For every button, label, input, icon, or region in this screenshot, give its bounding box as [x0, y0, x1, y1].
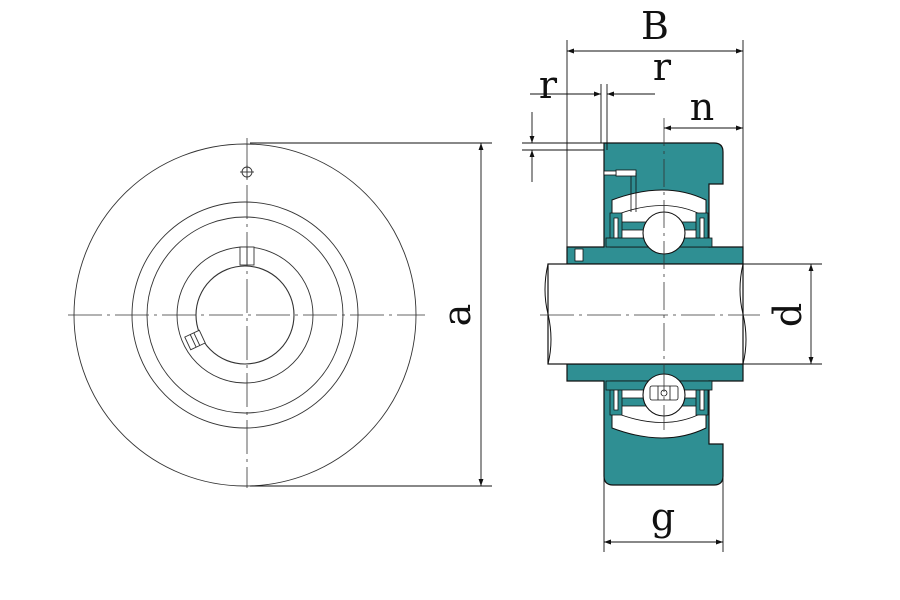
label-d: d	[766, 303, 810, 327]
set-screw-lower	[184, 329, 206, 351]
housing-notch	[574, 248, 584, 262]
shaft-break-left	[544, 263, 552, 365]
dimension-d	[743, 263, 822, 365]
label-r-right: r	[653, 45, 672, 89]
label-a: a	[435, 304, 479, 327]
shaft-break-right	[739, 263, 747, 365]
label-r-left: r	[539, 63, 558, 107]
set-screw-bottom	[649, 385, 679, 401]
dimension-a	[250, 142, 492, 487]
shaft	[547, 263, 744, 365]
dimension-r-horizontal	[530, 84, 655, 150]
front-view	[68, 138, 425, 488]
label-B: B	[641, 4, 669, 48]
label-n: n	[690, 85, 714, 129]
grease-fitting	[603, 169, 637, 212]
outer-ring-raceway-bottom	[615, 412, 703, 423]
outer-ring-raceway-top	[615, 205, 703, 216]
dimension-B	[566, 40, 744, 247]
side-view	[540, 118, 760, 486]
inner-ring-circle	[176, 246, 314, 384]
label-g: g	[651, 495, 675, 539]
dimension-g	[603, 476, 724, 552]
dimension-r-vertical	[522, 112, 604, 182]
